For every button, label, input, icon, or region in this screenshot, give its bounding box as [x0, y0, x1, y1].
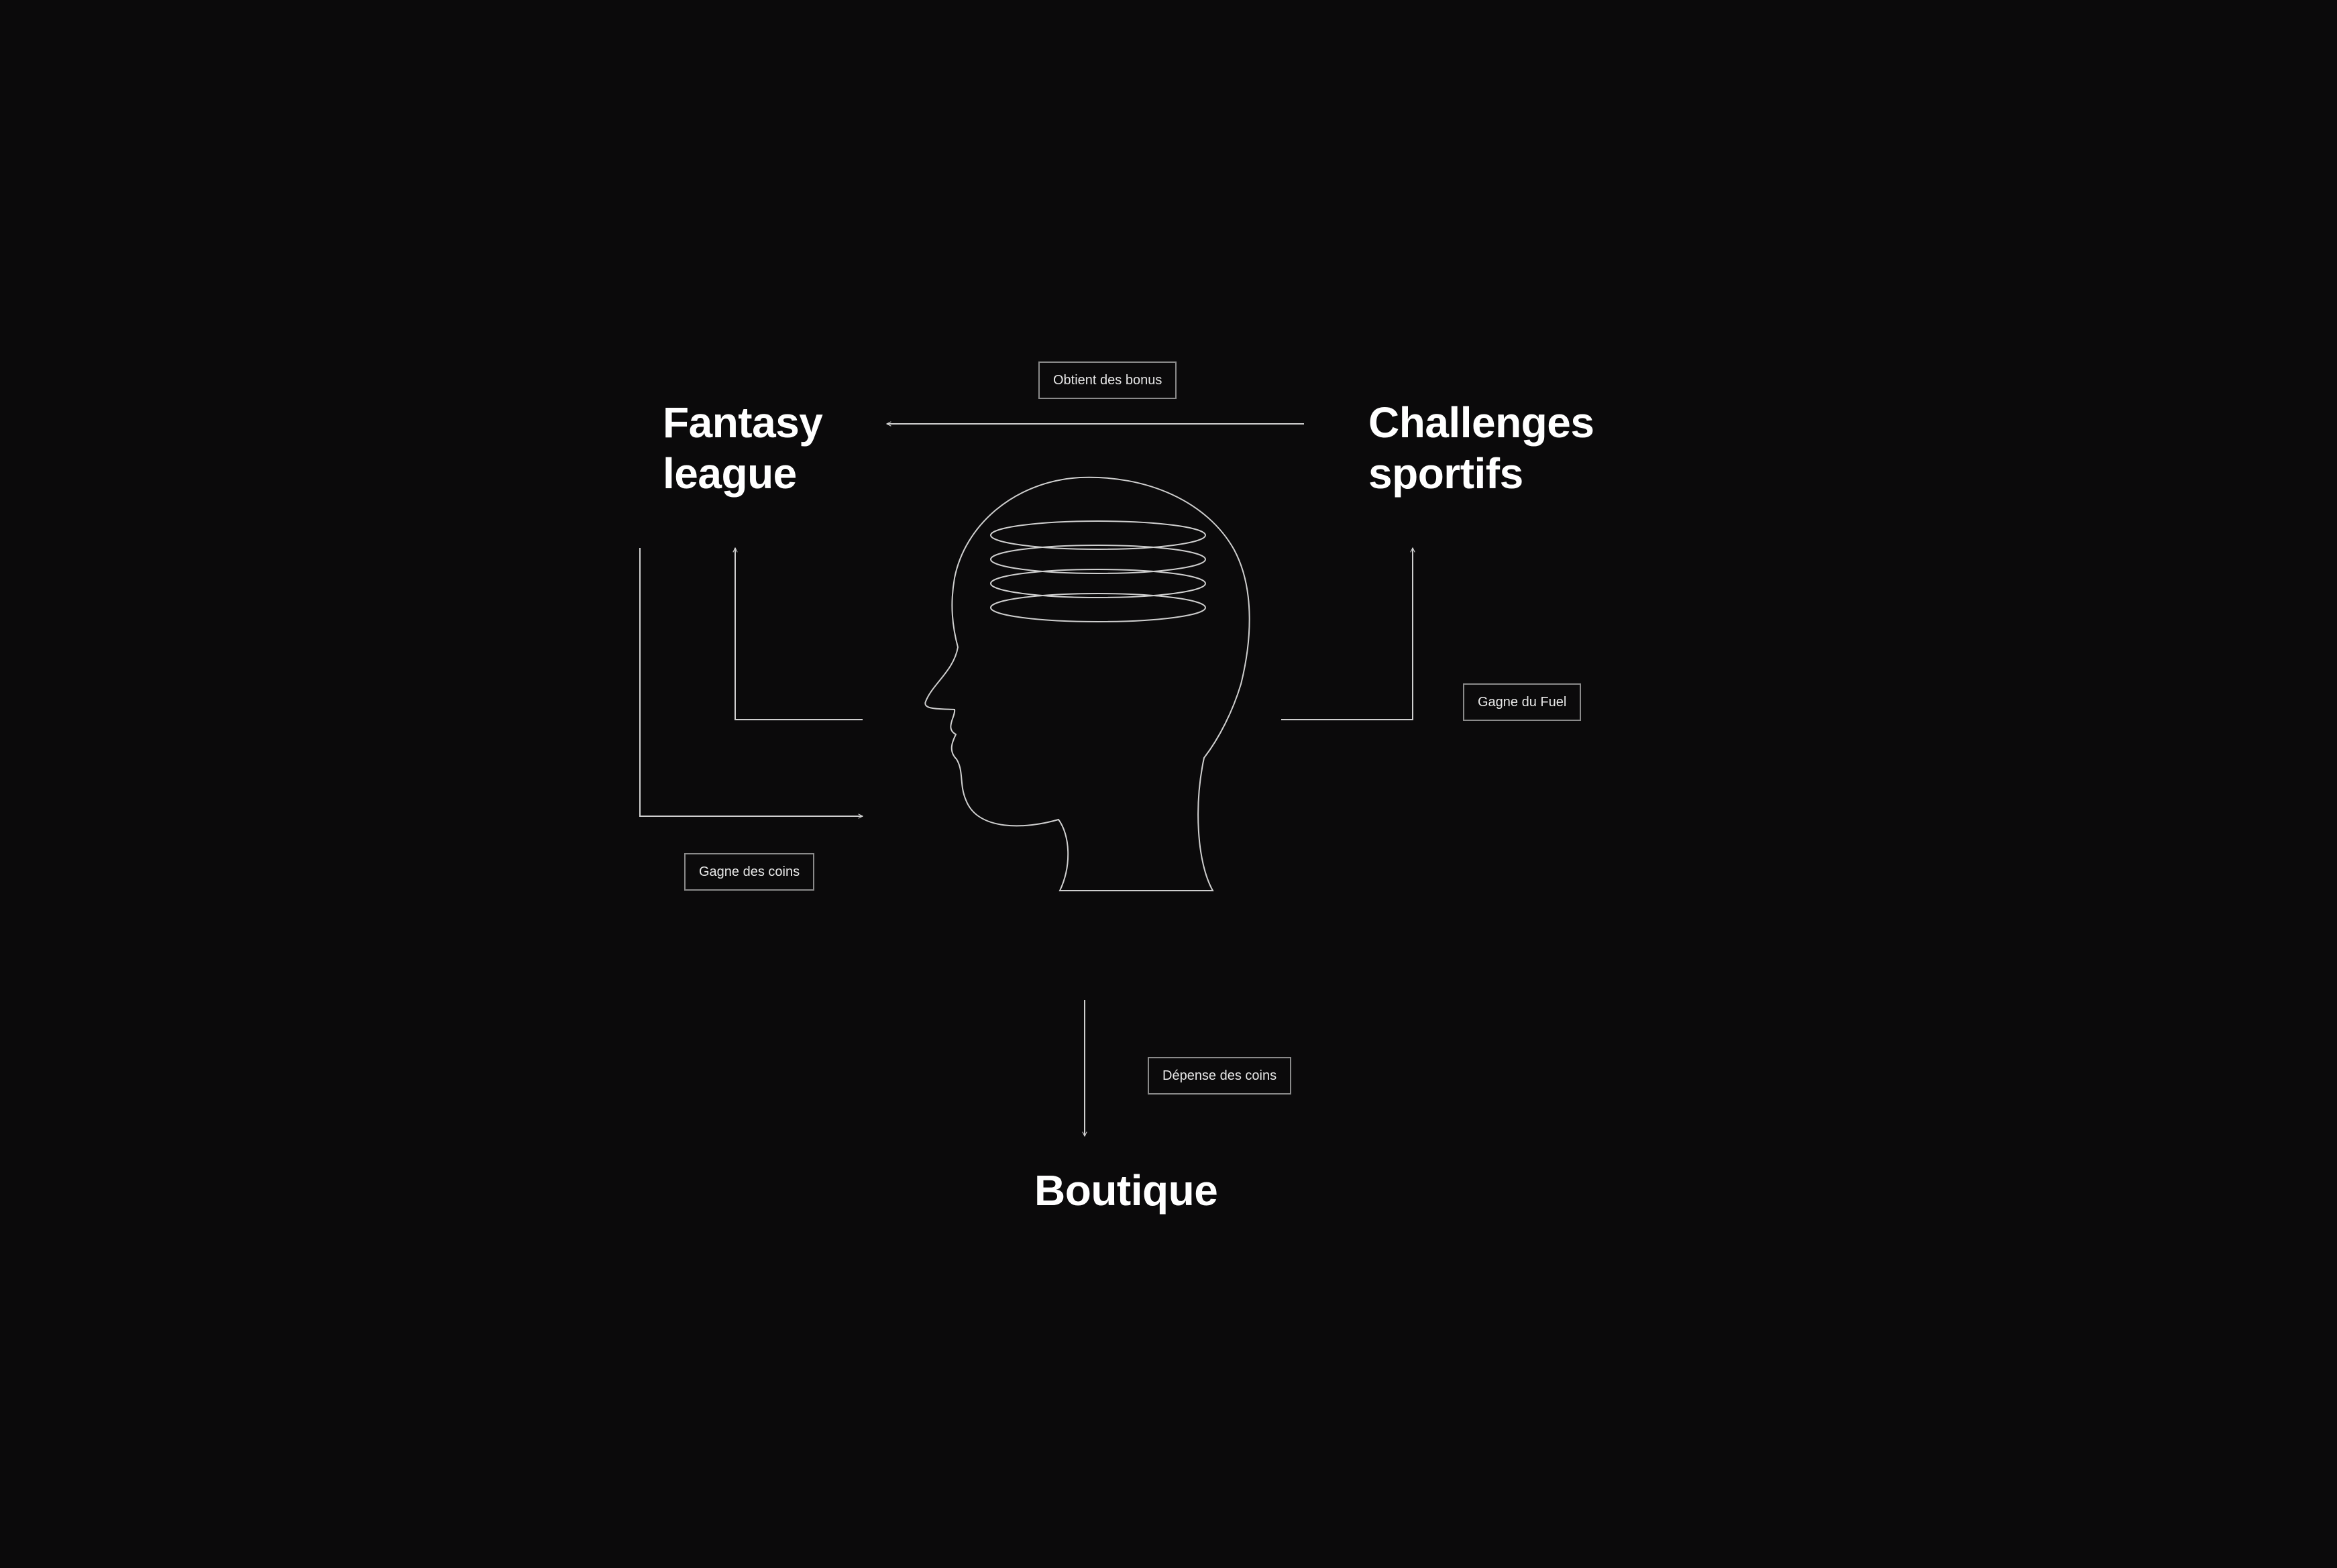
edge-label-coins-spend: Dépense des coins: [1148, 1057, 1292, 1095]
arrow-to-fantasy: [735, 548, 863, 720]
arrow-coins-earn: [639, 548, 863, 816]
node-challenges-line2: sportifs: [1368, 449, 1523, 498]
node-challenges-sportifs: Challenges sportifs: [1368, 397, 1594, 499]
node-fantasy-line2: league: [663, 449, 797, 498]
arrow-fuel: [1281, 548, 1413, 720]
node-fantasy-league: Fantasy league: [663, 397, 823, 499]
node-boutique: Boutique: [1034, 1166, 1218, 1215]
head-profile-icon: [924, 476, 1250, 891]
node-fantasy-line1: Fantasy: [663, 398, 823, 447]
edge-label-fuel: Gagne du Fuel: [1463, 683, 1582, 721]
edge-label-coins-earn: Gagne des coins: [684, 853, 815, 891]
edge-label-bonus: Obtient des bonus: [1038, 361, 1177, 399]
node-challenges-line1: Challenges: [1368, 398, 1594, 447]
